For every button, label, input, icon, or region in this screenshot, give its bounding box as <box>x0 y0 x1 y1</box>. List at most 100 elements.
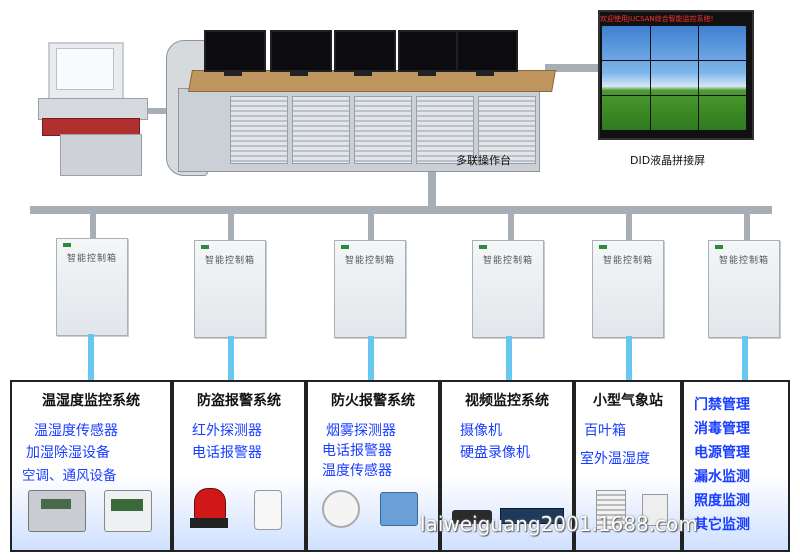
monitor <box>204 30 266 72</box>
panel-video-surveillance: 视频监控系统 摄像机 硬盘录像机 <box>440 380 574 552</box>
control-box: 智能控制箱 <box>194 240 266 338</box>
drop-grey-4 <box>508 212 514 240</box>
console-door <box>478 96 536 164</box>
bus-vertical-console <box>428 160 436 210</box>
control-box-logo <box>479 245 487 249</box>
video-wall-seam <box>602 60 746 61</box>
panel-other-management: 门禁管理 消毒管理 电源管理 漏水监测 照度监测 其它监测 <box>682 380 790 552</box>
alarm-light-base-icon <box>190 518 228 528</box>
control-box-label: 智能控制箱 <box>602 256 653 266</box>
console-door <box>292 96 350 164</box>
panel-item: 温度传感器 <box>322 463 392 479</box>
control-box-logo <box>341 245 349 249</box>
drop-blue-5 <box>626 336 632 382</box>
control-box-logo <box>201 245 209 249</box>
panel-fire-alarm: 防火报警系统 烟雾探测器 电话报警器 温度传感器 <box>306 380 440 552</box>
panel-title: 小型气象站 <box>593 393 663 409</box>
drop-blue-6 <box>742 336 748 382</box>
panel-weather-station: 小型气象站 百叶箱 室外温湿度 <box>574 380 682 552</box>
watermark: laiweiguang2001.1688.com <box>420 512 698 536</box>
panel-title: 防盗报警系统 <box>197 393 281 409</box>
console-door <box>230 96 288 164</box>
panel-item: 电话报警器 <box>322 443 392 459</box>
drop-grey-1 <box>90 212 96 240</box>
workstation-desk <box>38 98 148 120</box>
control-box-label: 智能控制箱 <box>204 256 255 266</box>
control-box: 智能控制箱 <box>708 240 780 338</box>
drop-grey-5 <box>626 212 632 240</box>
control-box-logo <box>63 243 71 247</box>
panel-title: 视频监控系统 <box>465 393 549 409</box>
monitor <box>456 30 518 72</box>
bus-link-wall <box>545 64 601 72</box>
panel-item: 电话报警器 <box>192 445 262 461</box>
dvr-icon <box>500 508 564 524</box>
panel-title: 防火报警系统 <box>331 393 415 409</box>
monitor-stand <box>354 70 372 76</box>
monitor-stand <box>290 70 308 76</box>
smoke-detector-icon <box>322 490 360 528</box>
panel-item: 空调、通风设备 <box>22 468 117 484</box>
drop-grey-2 <box>228 212 234 240</box>
monitor-stand <box>418 70 436 76</box>
drop-grey-6 <box>744 212 750 240</box>
video-wall-banner: 欢迎使用JUCSAN综合智能监控系统! <box>600 15 714 23</box>
console-door <box>416 96 474 164</box>
control-box-logo <box>715 245 723 249</box>
panel-item: 烟雾探测器 <box>326 423 396 439</box>
panel-item: 照度监测 <box>694 493 750 509</box>
panel-item: 硬盘录像机 <box>460 445 530 461</box>
outdoor-sensor-icon <box>642 494 668 526</box>
panel-item: 消毒管理 <box>694 421 750 437</box>
panel-item: 温湿度传感器 <box>34 423 118 439</box>
alarm-light-icon <box>194 488 226 520</box>
panel-item: 其它监测 <box>694 517 750 533</box>
monitor <box>270 30 332 72</box>
control-box-label: 智能控制箱 <box>344 256 395 266</box>
camera-icon <box>452 510 492 524</box>
monitor <box>334 30 396 72</box>
louver-box-icon <box>596 490 626 530</box>
monitor-stand <box>224 70 242 76</box>
panel-item: 摄像机 <box>460 423 502 439</box>
video-wall-seam <box>602 95 746 96</box>
control-box-logo <box>599 245 607 249</box>
control-box: 智能控制箱 <box>472 240 544 338</box>
infrared-detector-icon <box>254 490 282 530</box>
console-door <box>354 96 412 164</box>
panel-item: 室外温湿度 <box>580 451 650 467</box>
drop-grey-3 <box>368 212 374 240</box>
panel-item: 加湿除湿设备 <box>26 445 110 461</box>
panel-item: 红外探测器 <box>192 423 262 439</box>
control-box-label: 智能控制箱 <box>718 256 769 266</box>
panel-title: 温湿度监控系统 <box>42 393 140 409</box>
video-wall-seam <box>650 26 651 130</box>
panel-temp-humidity: 温湿度监控系统 温湿度传感器 加湿除湿设备 空调、通风设备 <box>10 380 172 552</box>
drop-blue-1 <box>88 334 94 382</box>
monitor-stand <box>476 70 494 76</box>
control-box: 智能控制箱 <box>592 240 664 338</box>
control-box-label: 智能控制箱 <box>482 256 533 266</box>
video-wall-image <box>602 26 746 130</box>
panel-item: 门禁管理 <box>694 397 750 413</box>
control-box: 智能控制箱 <box>56 238 128 336</box>
console-desktop <box>188 70 556 92</box>
console-label: 多联操作台 <box>456 154 511 167</box>
sensor-meter-icon <box>104 490 152 532</box>
video-wall-label: DID液晶拼接屏 <box>630 154 706 167</box>
drop-blue-2 <box>228 336 234 382</box>
bus-link-workstation <box>140 108 170 114</box>
control-box: 智能控制箱 <box>334 240 406 338</box>
workstation-screen <box>56 48 114 90</box>
panel-item: 电源管理 <box>694 445 750 461</box>
panel-item: 百叶箱 <box>584 423 626 439</box>
sensor-box-icon <box>28 490 86 532</box>
monitor <box>398 30 460 72</box>
drop-blue-3 <box>368 336 374 382</box>
panel-item: 漏水监测 <box>694 469 750 485</box>
workstation-cabinet <box>60 134 142 176</box>
video-wall-seam <box>698 26 699 130</box>
bus-horizontal <box>30 206 772 214</box>
control-box-label: 智能控制箱 <box>66 254 117 264</box>
panel-anti-theft: 防盗报警系统 红外探测器 电话报警器 <box>172 380 306 552</box>
